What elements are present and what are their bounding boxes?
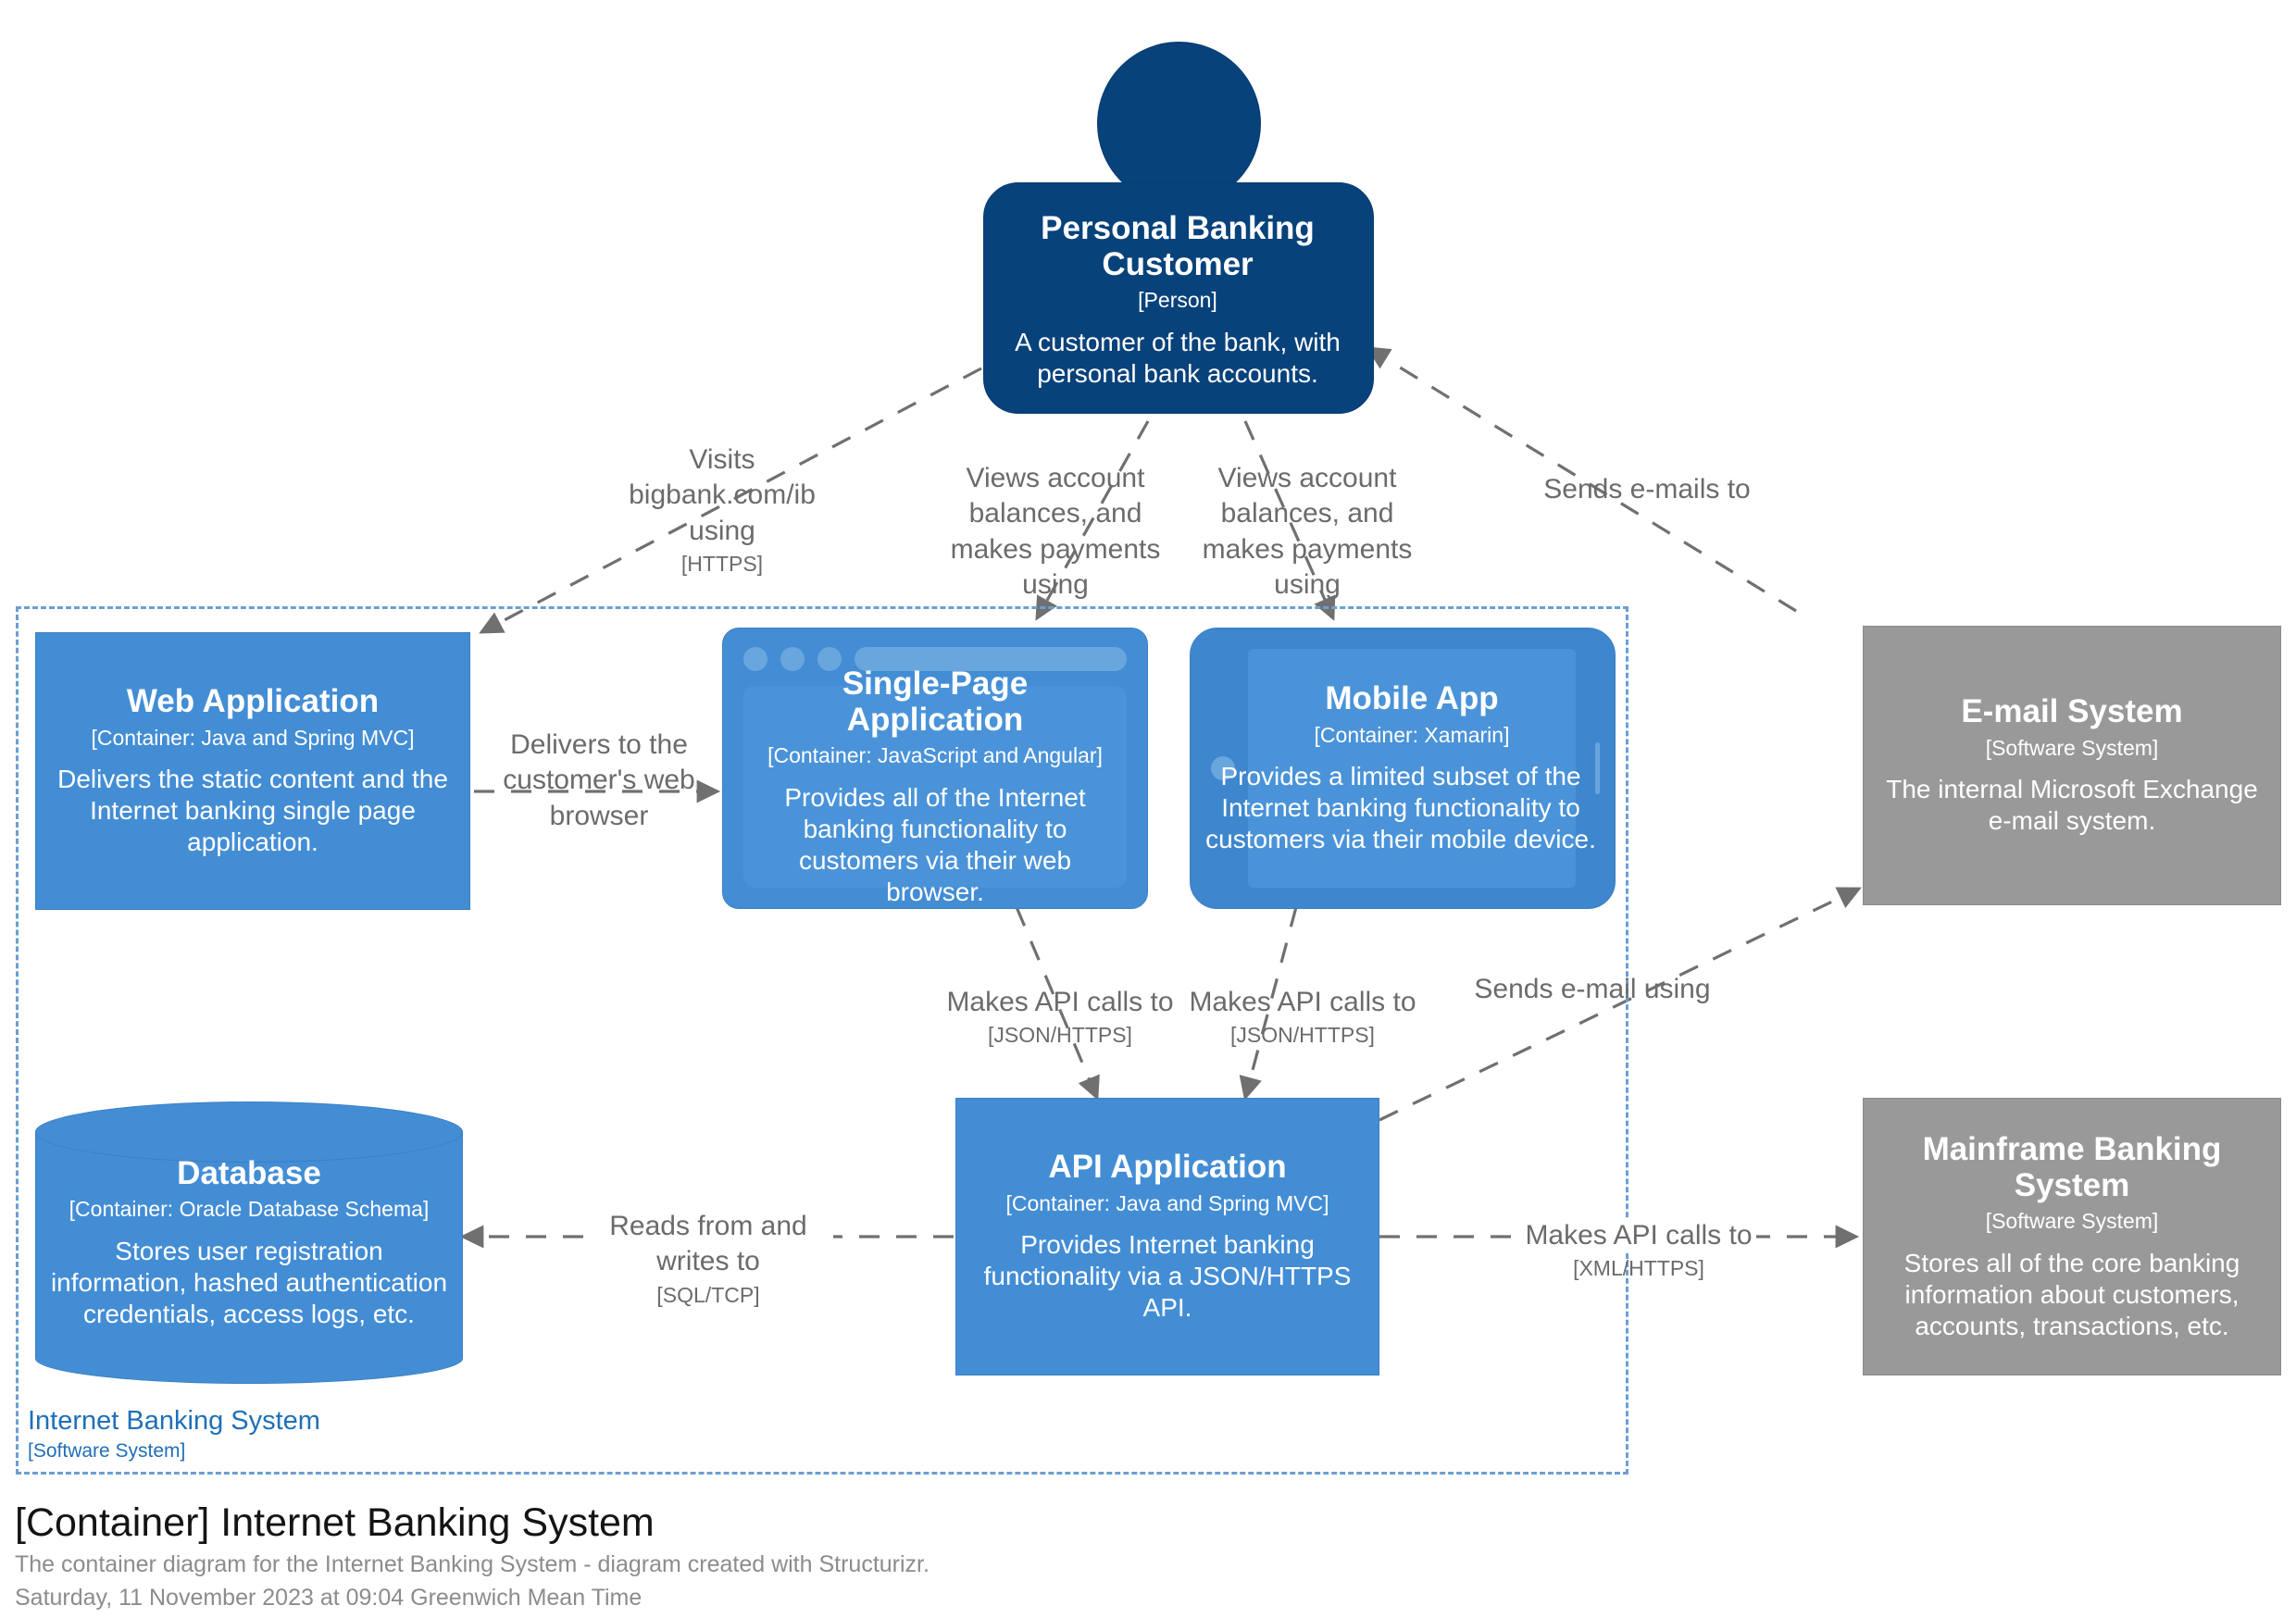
- rel-label-technology: [XML/HTTPS]: [1573, 1256, 1704, 1281]
- node-title: Personal Banking Customer: [1041, 210, 1315, 283]
- node-email-system[interactable]: E-mail System [Software System] The inte…: [1863, 626, 2281, 905]
- line-email-person: [1366, 346, 1797, 613]
- boundary-name: Internet Banking System: [28, 1406, 320, 1436]
- cylinder-body: [35, 1131, 463, 1384]
- rel-label-person-mobile: Views account balances, and makes paymen…: [1178, 461, 1437, 604]
- node-title: Single-Page Application: [842, 665, 1029, 738]
- line-person-spa: [1035, 420, 1150, 621]
- diagram-timestamp: Saturday, 11 November 2023 at 09:04 Gree…: [15, 1584, 643, 1611]
- browser-dot-icon: [817, 647, 842, 671]
- browser-address-bar: [855, 647, 1127, 671]
- rel-label-webapp-spa: Delivers to the customer's web browser: [480, 728, 718, 834]
- node-type: [Container: Oracle Database Schema]: [69, 1197, 430, 1222]
- node-title: Web Application: [126, 683, 380, 720]
- cylinder-top: [35, 1101, 463, 1163]
- node-title: Database: [177, 1154, 321, 1191]
- node-description: Provides a limited subset of the Interne…: [1205, 762, 1596, 854]
- rel-label-mobile-api: Makes API calls to [JSON/HTTPS]: [1178, 985, 1428, 1050]
- line-visits-webapp: [479, 367, 982, 634]
- boundary-internet-banking-system: [16, 606, 1628, 1475]
- node-type: [Container: JavaScript and Angular]: [767, 743, 1103, 768]
- browser-dot-icon: [780, 647, 805, 671]
- node-title: Mainframe Banking System: [1922, 1130, 2222, 1203]
- node-api-application[interactable]: API Application [Container: Java and Spr…: [955, 1098, 1379, 1375]
- node-description: Provides all of the Internet banking fun…: [784, 782, 1086, 907]
- rel-label-person-spa: Views account balances, and makes paymen…: [926, 461, 1185, 604]
- node-description: Provides Internet banking functionality …: [983, 1230, 1352, 1323]
- database-text: Database [Container: Oracle Database Sch…: [35, 1101, 463, 1384]
- diagram-title: [Container] Internet Banking System: [15, 1500, 655, 1545]
- rel-label-text: Makes API calls to: [946, 987, 1174, 1017]
- rel-label-api-database: Reads from and writes to [SQL/TCP]: [583, 1209, 833, 1310]
- rel-label-text: Reads from and writes to: [609, 1211, 807, 1277]
- rel-label-api-email: Sends e-mail using: [1472, 972, 1713, 1007]
- node-description: A customer of the bank, with personal ba…: [1015, 327, 1341, 389]
- diagram-footer: [Container] Internet Banking System The …: [15, 1500, 930, 1614]
- browser-screen: Single-Page Application [Container: Java…: [743, 666, 1127, 906]
- node-database[interactable]: Database [Container: Oracle Database Sch…: [35, 1101, 463, 1384]
- node-type: [Software System]: [1985, 1209, 2159, 1234]
- node-description: Stores all of the core banking informati…: [1903, 1248, 2240, 1341]
- boundary-type: [Software System]: [28, 1439, 186, 1462]
- rel-label-text: Makes API calls to: [1189, 987, 1416, 1017]
- node-type: [Container: Xamarin]: [1314, 722, 1510, 747]
- node-title: E-mail System: [1961, 693, 2183, 730]
- person-body-shape: [983, 182, 1374, 414]
- rel-label-text: Sends e-mail using: [1474, 974, 1711, 1004]
- rel-label-technology: [JSON/HTTPS]: [988, 1023, 1132, 1048]
- rel-label-technology: [JSON/HTTPS]: [1230, 1023, 1375, 1048]
- node-type: [Software System]: [1985, 735, 2159, 760]
- rel-label-spa-api: Makes API calls to [JSON/HTTPS]: [935, 985, 1185, 1050]
- node-type: [Container: Java and Spring MVC]: [1005, 1190, 1329, 1215]
- boundary-label: Internet Banking System [Software System…: [28, 1406, 320, 1462]
- rel-label-technology: [HTTPS]: [680, 552, 764, 577]
- rel-label-api-mainframe: Makes API calls to [XML/HTTPS]: [1500, 1218, 1778, 1283]
- mobile-speaker-icon: [1595, 742, 1600, 794]
- node-type: [Person]: [1138, 288, 1217, 313]
- rel-label-text: Delivers to the customer's web browser: [503, 729, 695, 831]
- node-description: Stores user registration information, ha…: [50, 1236, 448, 1328]
- diagram-description: The container diagram for the Internet B…: [15, 1550, 930, 1577]
- node-mainframe-banking-system[interactable]: Mainframe Banking System [Software Syste…: [1863, 1098, 2281, 1375]
- browser-chrome: [743, 645, 1127, 673]
- node-single-page-application[interactable]: Single-Page Application [Container: Java…: [722, 628, 1148, 909]
- mobile-home-button-icon: [1211, 756, 1235, 780]
- rel-label-text: Makes API calls to: [1521, 1220, 1756, 1251]
- rel-label-text: Views account balances, and makes paymen…: [950, 463, 1161, 601]
- rel-label-text: Visits bigbank.com/ib using: [629, 444, 816, 546]
- node-title: API Application: [1048, 1149, 1287, 1186]
- rel-label-text: Views account balances, and makes paymen…: [1202, 463, 1413, 601]
- node-title: Mobile App: [1325, 680, 1499, 717]
- browser-dot-icon: [743, 647, 767, 671]
- node-mobile-app[interactable]: Mobile App [Container: Xamarin] Provides…: [1190, 628, 1616, 909]
- rel-label-text: Sends e-mails to: [1543, 474, 1751, 504]
- node-personal-banking-customer[interactable]: Personal Banking Customer [Person] A cus…: [983, 42, 1374, 414]
- node-description: Delivers the static content and the Inte…: [57, 765, 448, 857]
- line-mobile-api: [1239, 906, 1298, 1101]
- rel-label-email-person: Sends e-mails to: [1494, 472, 1800, 507]
- person-head-icon: [1097, 42, 1261, 205]
- rel-label-technology: [SQL/TCP]: [656, 1282, 760, 1307]
- node-web-application[interactable]: Web Application [Container: Java and Spr…: [35, 632, 470, 910]
- node-type: [Container: Java and Spring MVC]: [91, 725, 415, 750]
- node-description: The internal Microsoft Exchange e-mail s…: [1886, 775, 2258, 836]
- mobile-screen: Mobile App [Container: Xamarin] Provides…: [1205, 649, 1596, 888]
- line-api-email: [1379, 887, 1862, 1122]
- rel-label-visits-webapp: Visits bigbank.com/ib using [HTTPS]: [593, 442, 852, 579]
